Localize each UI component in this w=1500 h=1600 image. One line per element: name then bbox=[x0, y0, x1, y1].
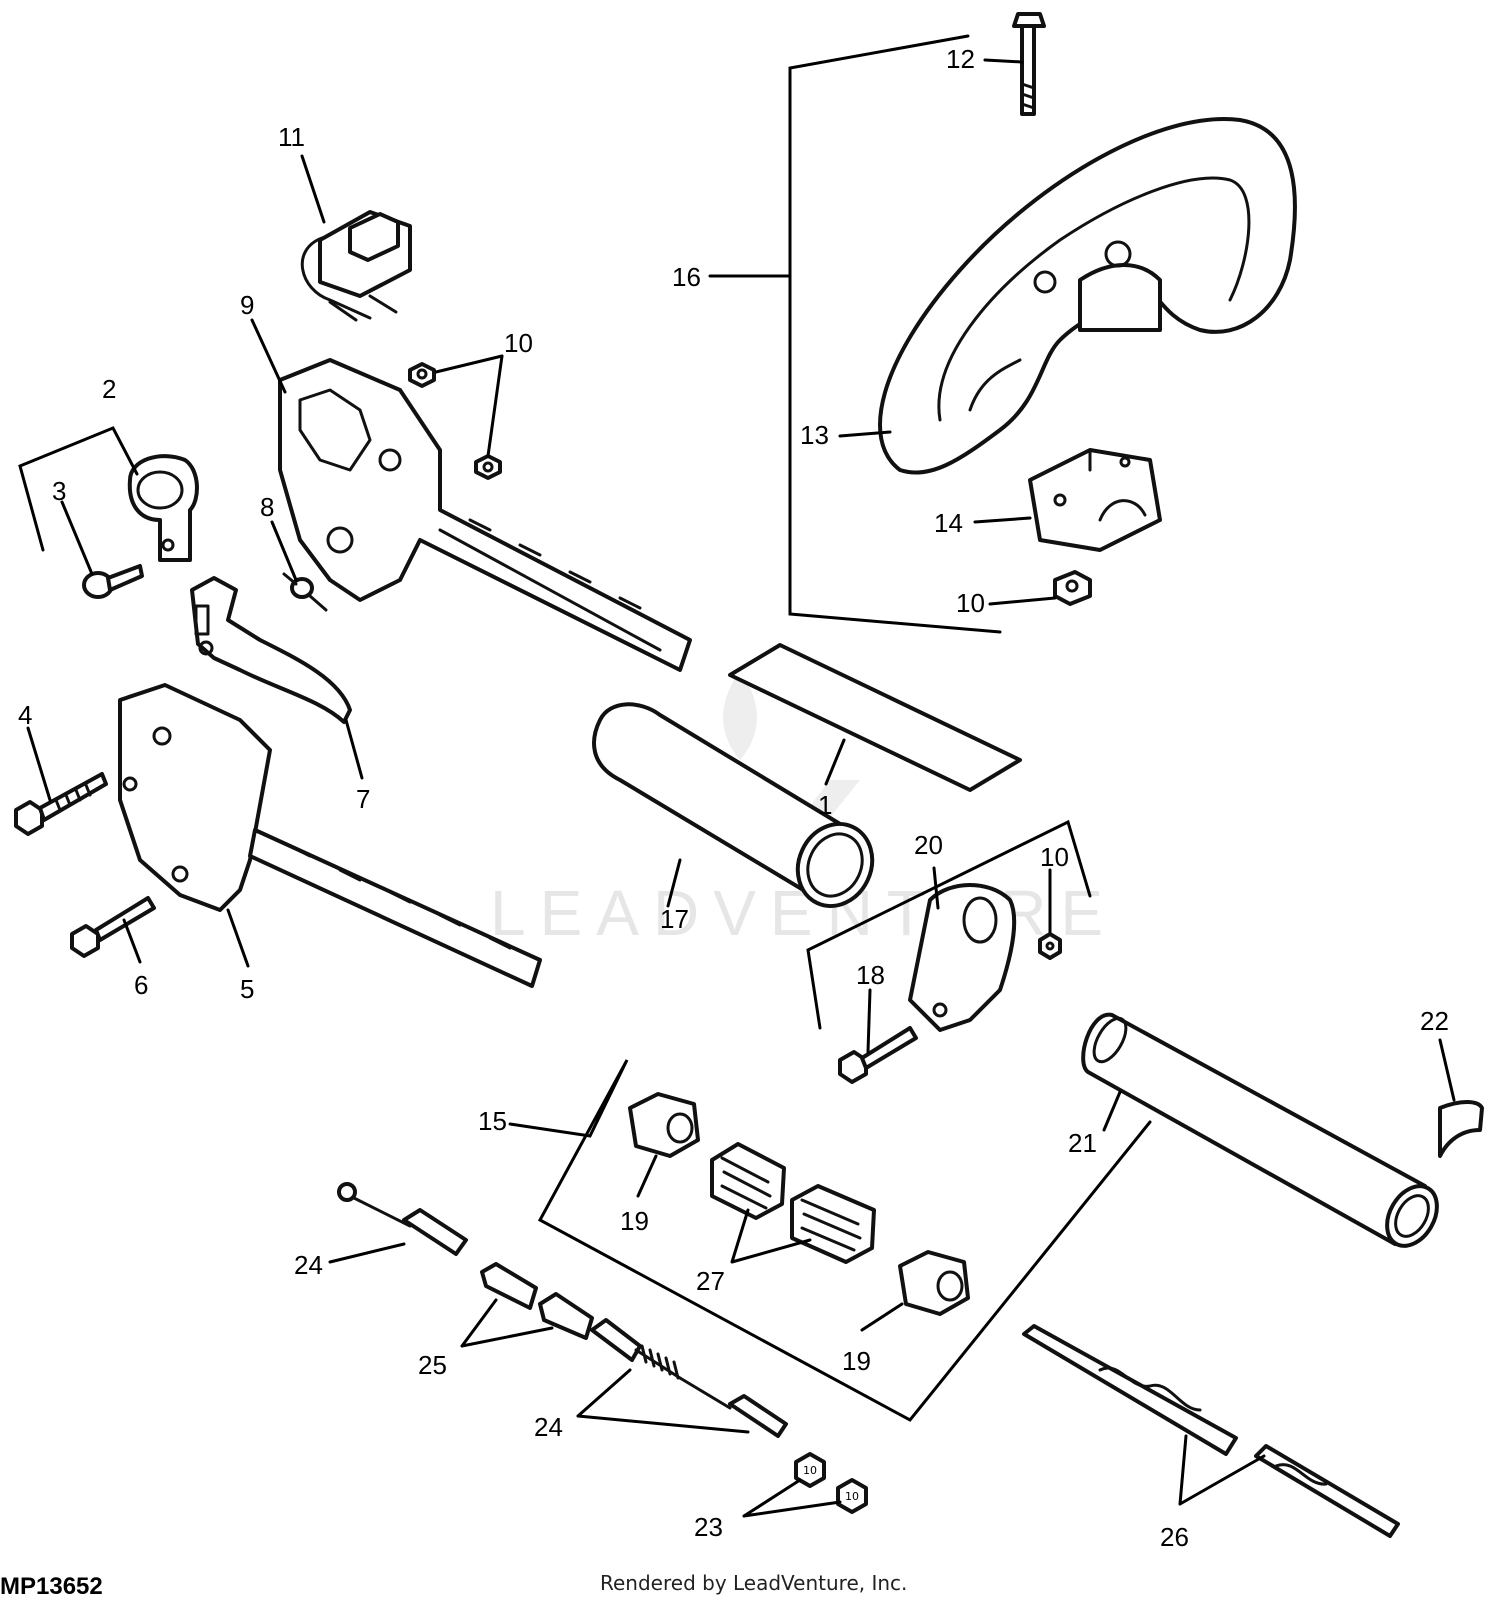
callout-7: 7 bbox=[356, 784, 370, 814]
callout-13: 13 bbox=[800, 420, 829, 450]
part-20-clamp bbox=[908, 883, 1017, 1032]
part-24-cable-spring bbox=[590, 1318, 788, 1438]
part-4-screw bbox=[14, 772, 108, 836]
part-27-spline-sleeve-lower bbox=[790, 1184, 876, 1264]
render-credit: Rendered by LeadVenture, Inc. bbox=[600, 1571, 907, 1595]
figure-id: MP13652 bbox=[0, 1573, 103, 1600]
part-10-nut-upper bbox=[1053, 570, 1092, 606]
part-7-trigger bbox=[190, 576, 352, 724]
part-1-label bbox=[728, 643, 1022, 792]
part-11-switch bbox=[300, 210, 412, 322]
callout-24-lower: 24 bbox=[534, 1412, 563, 1442]
part-13-loop-handle bbox=[878, 117, 1297, 475]
callout-26: 26 bbox=[1160, 1522, 1189, 1552]
callout-11: 11 bbox=[278, 122, 305, 152]
callout-12: 12 bbox=[946, 44, 975, 74]
leader-lines bbox=[18, 34, 1456, 1518]
callout-19-upper: 19 bbox=[620, 1206, 649, 1236]
callout-10-mid: 10 bbox=[504, 328, 533, 358]
callout-10-lower: 10 bbox=[1040, 842, 1069, 872]
callout-5: 5 bbox=[240, 974, 254, 1004]
callout-16: 16 bbox=[672, 262, 701, 292]
callout-3: 3 bbox=[52, 476, 66, 506]
callout-1: 1 bbox=[818, 790, 832, 820]
callout-23: 23 bbox=[694, 1512, 723, 1542]
part-18-screw bbox=[838, 1026, 918, 1084]
callout-27: 27 bbox=[696, 1266, 725, 1296]
part-19-bushing-upper bbox=[628, 1092, 700, 1158]
callout-15: 15 bbox=[478, 1106, 507, 1136]
callout-labels: 12 16 13 14 10 11 9 10 2 3 8 7 4 6 5 1 1… bbox=[18, 44, 1449, 1552]
callout-18: 18 bbox=[856, 960, 885, 990]
callout-19-lower: 19 bbox=[842, 1346, 871, 1376]
callout-10-upper: 10 bbox=[956, 588, 985, 618]
callout-25: 25 bbox=[418, 1350, 447, 1380]
part-23-nuts: 10 10 bbox=[794, 1452, 868, 1514]
part-6-screw bbox=[70, 896, 156, 958]
part-8-pin bbox=[282, 572, 328, 612]
callout-9: 9 bbox=[240, 290, 254, 320]
part-10-nut-lower bbox=[1038, 932, 1062, 960]
svg-text:10: 10 bbox=[803, 1464, 817, 1477]
callout-20: 20 bbox=[914, 830, 943, 860]
part-22-decal bbox=[1438, 1100, 1484, 1158]
callout-22: 22 bbox=[1420, 1006, 1449, 1036]
part-19-bushing-lower bbox=[898, 1250, 970, 1316]
svg-text:10: 10 bbox=[845, 1490, 859, 1503]
callout-6: 6 bbox=[134, 970, 148, 1000]
part-5-handle-cover bbox=[118, 683, 542, 988]
part-3-screw bbox=[82, 564, 144, 599]
part-27-spline-sleeve-upper bbox=[710, 1142, 786, 1220]
callout-24-upper: 24 bbox=[294, 1250, 323, 1280]
part-14-handle-clamp bbox=[1028, 448, 1162, 552]
part-12-screw bbox=[1012, 12, 1046, 116]
part-2-clamp bbox=[127, 454, 199, 562]
callout-2: 2 bbox=[102, 374, 116, 404]
part-10-nut-pair bbox=[408, 362, 502, 480]
callout-17: 17 bbox=[660, 904, 689, 934]
part-26-drive-shafts bbox=[1022, 1324, 1400, 1538]
callout-21: 21 bbox=[1068, 1128, 1097, 1158]
callout-14: 14 bbox=[934, 508, 963, 538]
part-24-cable-end-upper bbox=[337, 1182, 468, 1256]
callout-4: 4 bbox=[18, 700, 32, 730]
callout-8: 8 bbox=[260, 492, 274, 522]
part-17-grip-tube bbox=[592, 702, 875, 908]
part-9-handle-housing bbox=[278, 358, 692, 672]
part-21-shaft-tube bbox=[1081, 1012, 1439, 1248]
part-25-sleeves bbox=[480, 1262, 594, 1340]
